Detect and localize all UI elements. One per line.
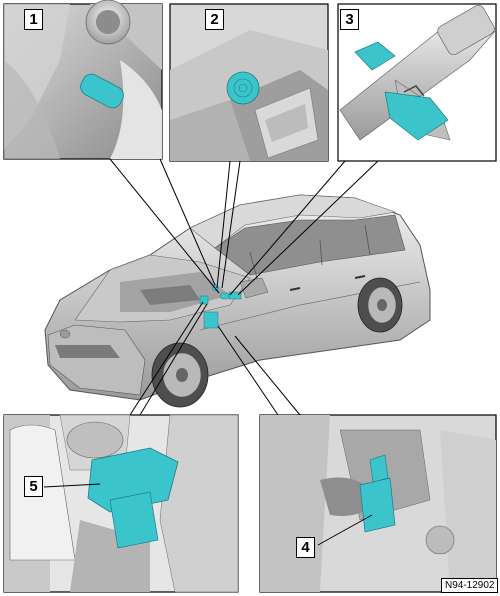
callout-5: 5: [24, 476, 43, 497]
car-location-4: [203, 311, 219, 329]
car-illustration: [44, 194, 431, 408]
component-5-highlight: [87, 447, 179, 549]
car-location-1: [219, 292, 230, 300]
component-2-highlight: [226, 71, 260, 105]
car-location-3: [228, 291, 242, 300]
callout-2: 2: [205, 9, 224, 30]
component-4-highlight: [359, 454, 396, 533]
component-3-highlight: [354, 41, 449, 141]
detail-panel-2: [169, 3, 329, 162]
car-location-5: [199, 295, 209, 305]
detail-panel-4: [259, 414, 497, 593]
detail-panel-5: [3, 414, 239, 593]
callout-1: 1: [24, 9, 43, 30]
leader-lines: [109, 158, 379, 416]
detail-panel-3: [337, 3, 497, 162]
detail-panel-1: [3, 0, 163, 160]
callout-4: 4: [296, 537, 315, 558]
figure-id: N94-12902: [441, 578, 499, 593]
callout-3: 3: [340, 9, 359, 30]
component-1-highlight: [80, 73, 124, 109]
